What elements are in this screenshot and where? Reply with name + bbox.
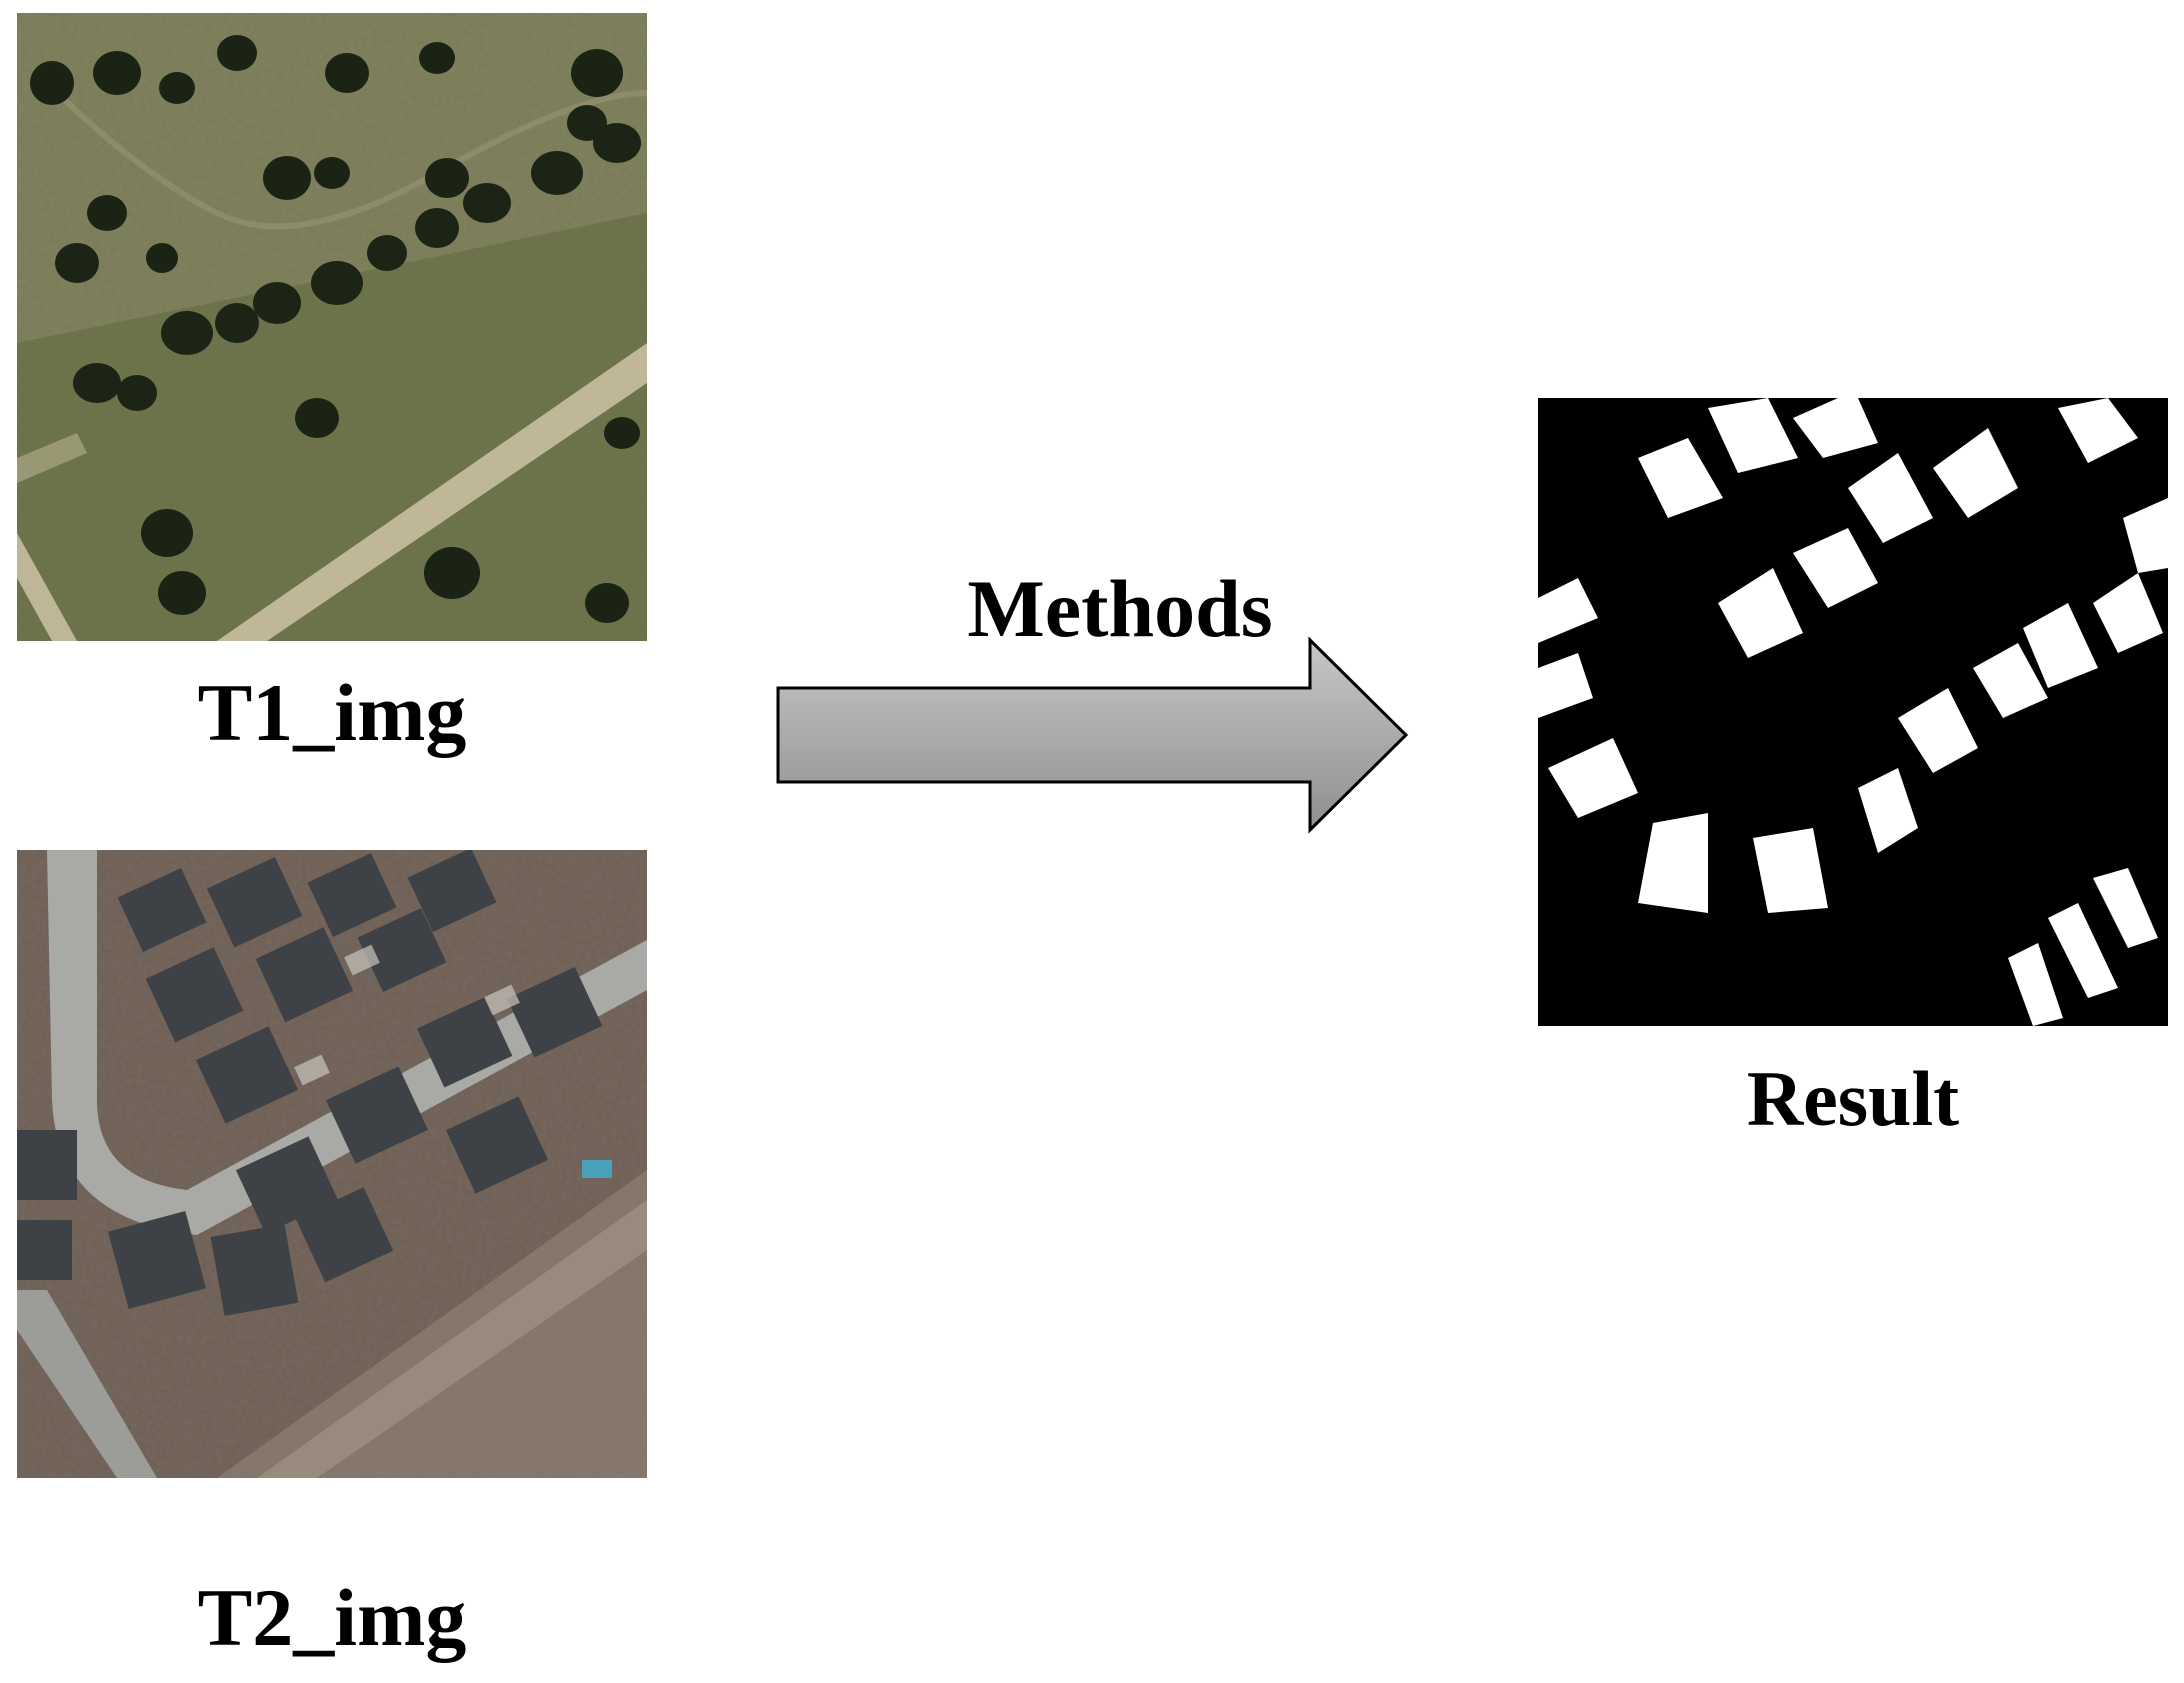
- t2-image: [17, 850, 647, 1478]
- t2-label: T2_img: [197, 1572, 467, 1663]
- t1-image: [17, 13, 647, 641]
- t1-label: T1_img: [197, 667, 467, 758]
- result-image: [1538, 398, 2168, 1026]
- result-label: Result: [1746, 1055, 1960, 1142]
- methods-label: Methods: [967, 563, 1273, 654]
- process-arrow-icon: [776, 636, 1409, 834]
